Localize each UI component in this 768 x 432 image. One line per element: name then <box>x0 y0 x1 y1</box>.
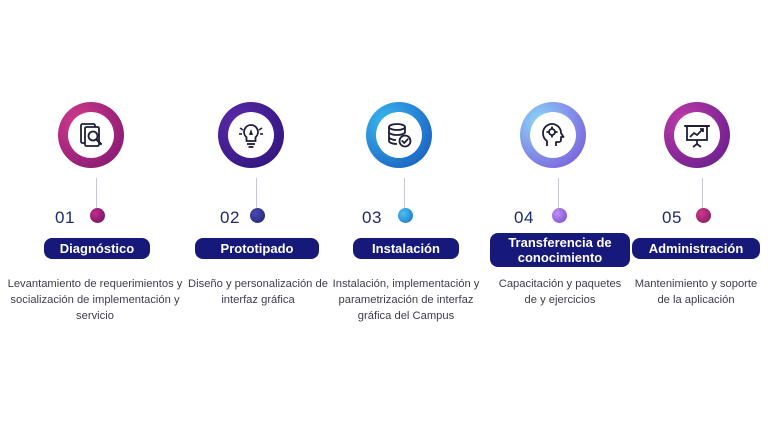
step-title-pill: Diagnóstico <box>44 238 150 259</box>
step-icon-ring <box>664 102 730 168</box>
step-number: 02 <box>220 208 240 227</box>
step-dot <box>90 208 105 223</box>
step-title-pill: Prototipado <box>195 238 319 259</box>
step-description: Levantamiento de requerimientos y social… <box>7 278 183 322</box>
step-icon-ring <box>58 102 124 168</box>
step-title-pill: Instalación <box>353 238 459 259</box>
document-search-icon <box>80 123 103 147</box>
step-icon-ring <box>520 102 586 168</box>
step-description: Capacitación y paquetes de y ejercicios <box>498 278 622 306</box>
presentation-chart-icon <box>684 125 710 148</box>
step-dot <box>696 208 711 223</box>
step-instalacion: 03 Instalación Instalación, implementaci… <box>324 0 484 432</box>
step-icon-ring <box>366 102 432 168</box>
step-icon-ring <box>218 102 284 168</box>
database-check-icon <box>388 123 412 148</box>
step-administracion: 05 Administración Mantenimiento y soport… <box>618 0 768 432</box>
step-number: 05 <box>662 208 682 227</box>
step-description: Mantenimiento y soporte de la aplicación <box>634 278 758 306</box>
step-title-pill: Transferencia de conocimiento <box>490 233 630 267</box>
step-description: Diseño y personalización de interfaz grá… <box>188 278 328 306</box>
step-diagnostico: 01 Diagnóstico Levantamiento de requerim… <box>8 0 182 432</box>
step-prototipado: 02 Prototipado Diseño y personalización … <box>170 0 330 432</box>
step-dot <box>250 208 265 223</box>
lightbulb-pencil-icon <box>239 124 263 148</box>
step-number: 04 <box>514 208 534 227</box>
step-dot <box>398 208 413 223</box>
step-dot <box>552 208 567 223</box>
head-gear-icon <box>542 123 565 146</box>
step-transferencia: 04 Transferencia de conocimiento Capacit… <box>478 0 638 432</box>
step-title-pill: Administración <box>632 238 760 259</box>
step-number: 03 <box>362 208 382 227</box>
step-description: Instalación, implementación y parametriz… <box>332 278 480 322</box>
step-number: 01 <box>55 208 75 227</box>
